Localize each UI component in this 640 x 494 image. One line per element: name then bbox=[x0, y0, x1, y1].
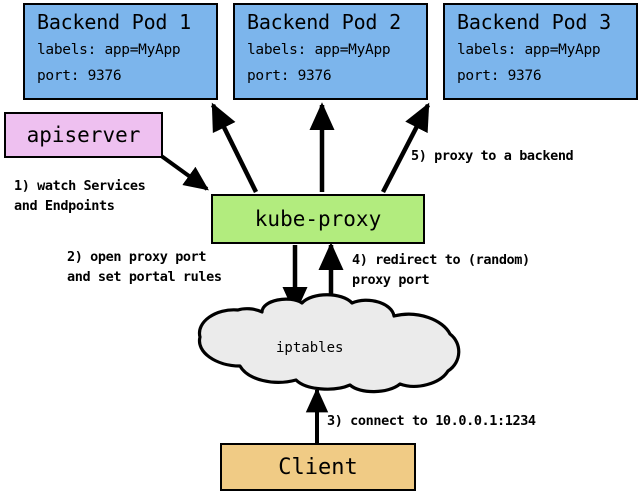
step-2-line-1: 2) open proxy port bbox=[67, 249, 207, 265]
apiserver-box[interactable]: apiserver bbox=[4, 112, 163, 158]
backend-pod-2-labels: labels: app=MyApp bbox=[247, 42, 391, 58]
arrow-apiserver-to-kubeproxy bbox=[158, 153, 209, 191]
backend-pod-2-box[interactable]: Backend Pod 2 labels: app=MyApp port: 93… bbox=[233, 3, 428, 100]
backend-pod-1-box[interactable]: Backend Pod 1 labels: app=MyApp port: 93… bbox=[23, 3, 218, 100]
step-3-line-1: 3) connect to 10.0.0.1:1234 bbox=[327, 413, 536, 429]
step-2-label: 2) open proxy port and set portal rules bbox=[67, 247, 222, 287]
step-4-line-1: 4) redirect to (random) bbox=[352, 252, 530, 268]
step-1-label: 1) watch Services and Endpoints bbox=[14, 176, 146, 216]
step-2-line-2: and set portal rules bbox=[67, 269, 222, 285]
step-5-label: 5) proxy to a backend bbox=[411, 146, 574, 166]
backend-pod-2-title: Backend Pod 2 bbox=[247, 10, 401, 34]
step-1-line-1: 1) watch Services bbox=[14, 178, 146, 194]
step-4-label: 4) redirect to (random) proxy port bbox=[352, 250, 530, 290]
backend-pod-3-labels: labels: app=MyApp bbox=[457, 42, 601, 58]
step-5-line-1: 5) proxy to a backend bbox=[411, 148, 574, 164]
iptables-label: iptables bbox=[276, 340, 344, 356]
backend-pod-1-labels: labels: app=MyApp bbox=[37, 42, 181, 58]
client-box[interactable]: Client bbox=[220, 443, 416, 491]
backend-pod-1-port: port: 9376 bbox=[37, 68, 122, 84]
backend-pod-2-port: port: 9376 bbox=[247, 68, 332, 84]
kube-proxy-label: kube-proxy bbox=[254, 207, 382, 231]
step-1-line-2: and Endpoints bbox=[14, 198, 115, 214]
backend-pod-3-port: port: 9376 bbox=[457, 68, 542, 84]
arrow-kubeproxy-to-pod-1 bbox=[210, 102, 259, 193]
backend-pod-3-box[interactable]: Backend Pod 3 labels: app=MyApp port: 93… bbox=[443, 3, 638, 100]
backend-pod-1-title: Backend Pod 1 bbox=[37, 10, 191, 34]
backend-pod-3-title: Backend Pod 3 bbox=[457, 10, 611, 34]
kube-proxy-box[interactable]: kube-proxy bbox=[211, 194, 425, 244]
step-3-label: 3) connect to 10.0.0.1:1234 bbox=[327, 411, 536, 431]
step-4-line-2: proxy port bbox=[352, 272, 430, 288]
client-label: Client bbox=[278, 454, 358, 480]
apiserver-label: apiserver bbox=[26, 123, 141, 147]
